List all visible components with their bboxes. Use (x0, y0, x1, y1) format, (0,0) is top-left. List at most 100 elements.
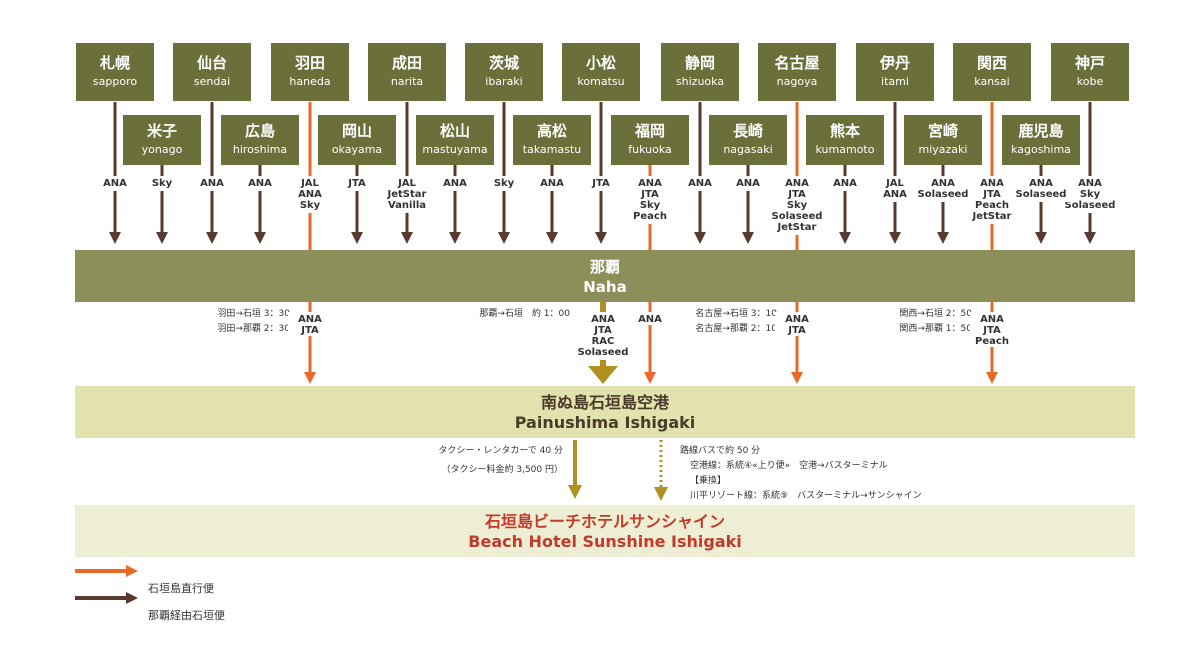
city-box (661, 43, 739, 101)
airline-bg (184, 176, 240, 191)
city-box (562, 43, 640, 101)
city-box (221, 115, 299, 165)
city-ja-label: 名古屋 (774, 54, 819, 72)
city-ja-label: 静岡 (685, 54, 715, 72)
airline-bg (425, 176, 485, 191)
airline-bg (1062, 176, 1118, 213)
airline-bg (620, 176, 680, 224)
city-ja-label: 米子 (147, 122, 177, 140)
bus-line1: 路線バスで約 50 分 (680, 444, 760, 456)
city-box (1002, 115, 1080, 165)
airline-bg (327, 176, 387, 191)
city-en-label: fukuoka (628, 143, 672, 156)
airline-bg (964, 176, 1020, 224)
airline-bg (970, 312, 1014, 347)
city-box (806, 115, 884, 165)
city-ja-label: 関西 (977, 54, 1007, 72)
city-box (1051, 43, 1129, 101)
city-en-label: hiroshima (233, 143, 287, 156)
airlines-ibaraki: Sky (494, 178, 515, 189)
airline-bg (230, 176, 290, 191)
airline-bg (815, 176, 875, 191)
city-box (513, 115, 591, 165)
airline-bg (718, 176, 778, 191)
legend: 石垣島直行便 那覇経由石垣便 (75, 565, 225, 622)
airlines-sendai: ANA (200, 178, 224, 189)
city-komatsu: 小松 komatsu (562, 43, 640, 101)
taxi-info: タクシー・レンタカーで 40 分 （タクシー料金約 3,500 円） (438, 445, 563, 475)
city-box (416, 115, 494, 165)
city-ja-label: 札幌 (99, 54, 130, 72)
direct-time: 関西→石垣 2：50 (899, 308, 972, 319)
city-box (368, 43, 446, 101)
airlines-takamastu: ANA (540, 178, 564, 189)
city-ja-label: 熊本 (830, 122, 860, 140)
city-ja-label: 伊丹 (879, 54, 910, 72)
city-en-label: kansai (974, 75, 1009, 88)
airline-bg (87, 176, 143, 191)
airlines-sapporo: ANA (103, 178, 127, 189)
city-en-label: takamastu (523, 143, 581, 156)
taxi-line2: （タクシー料金約 3,500 円） (442, 463, 564, 475)
city-en-label: komatsu (577, 75, 624, 88)
city-ja-label: 松山 (440, 122, 470, 140)
city-narita: 成田 narita (368, 43, 446, 101)
city-box (76, 43, 154, 101)
hotel-destination: 石垣島ビーチホテルサンシャイン Beach Hotel Sunshine Ish… (75, 505, 1135, 557)
city-box (271, 43, 349, 101)
naha-bar (75, 250, 1135, 302)
city-ja-label: 成田 (392, 54, 422, 72)
bus-line3: 【乗換】 (690, 474, 726, 486)
city-en-label: nagasaki (723, 143, 772, 156)
city-ja-label: 神戸 (1075, 54, 1105, 72)
direct-time: 羽田→石垣 3：30 (217, 308, 290, 319)
direct-time: 羽田→那覇 2：30 (217, 323, 290, 334)
airline-bg (913, 176, 973, 202)
ishigaki-airport: 南ぬ島石垣島空港 Painushima Ishigaki (75, 386, 1135, 438)
city-ja-label: 仙台 (197, 54, 227, 72)
city-ja-label: 高松 (537, 122, 567, 140)
naha-ja-label: 那覇 (590, 258, 620, 276)
ishigaki-ja-label: 南ぬ島石垣島空港 (541, 393, 670, 412)
city-en-label: kumamoto (816, 143, 875, 156)
city-en-label: miyazaki (919, 143, 968, 156)
city-ja-label: 茨城 (489, 54, 519, 72)
hotel-bar (75, 505, 1135, 557)
city-ja-label: 小松 (586, 54, 616, 72)
city-box (904, 115, 982, 165)
city-ja-label: 岡山 (342, 122, 372, 140)
naha-ishigaki-time: 那覇→石垣 約 1：00 (479, 307, 570, 319)
direct-airlines-fukuoka: ANA (638, 314, 662, 325)
legend-direct-label: 石垣島直行便 (148, 581, 214, 595)
airline-bg (1011, 176, 1071, 202)
city-box (173, 43, 251, 101)
city-en-label: narita (391, 75, 423, 88)
